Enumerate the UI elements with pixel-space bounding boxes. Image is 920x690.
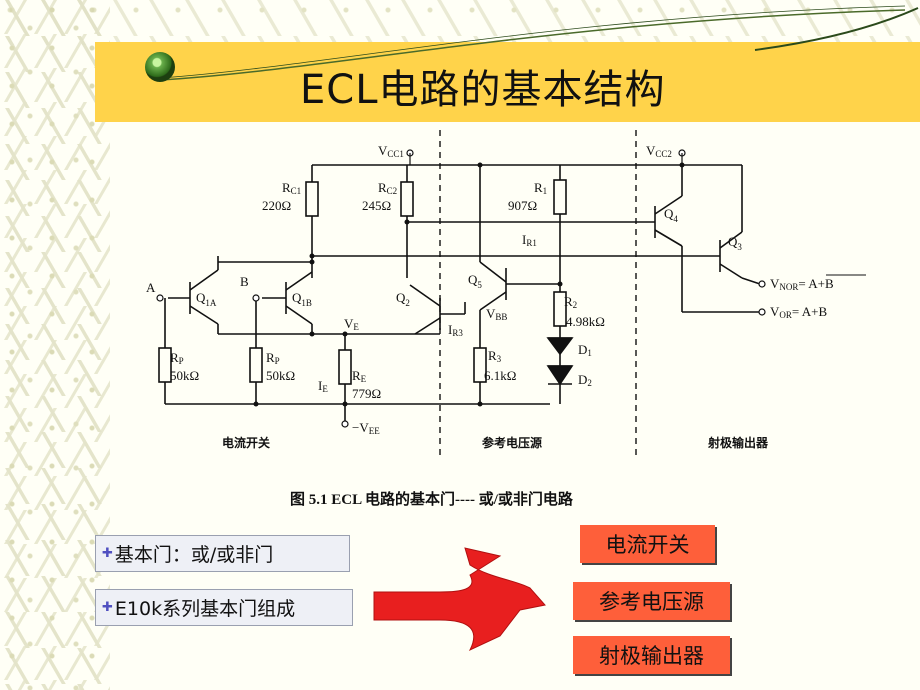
ir3-label: IR3 xyxy=(448,322,463,338)
re-label: RE xyxy=(352,368,367,384)
input-b-label: B xyxy=(240,274,249,289)
q1b-label: Q1B xyxy=(292,290,312,308)
input-a-label: A xyxy=(146,280,156,295)
bullet-marker-icon: ✚ xyxy=(102,600,113,615)
section-current-switch: 电流开关 xyxy=(222,436,271,450)
r3-label: R3 xyxy=(488,348,502,364)
r2-value: 4.98kΩ xyxy=(566,314,605,329)
bullet-basic-gate: ✚ 基本门：或/或非门 xyxy=(95,535,350,572)
component-emitter-follower: 射极输出器 xyxy=(573,636,730,674)
q5-label: Q5 xyxy=(468,272,482,290)
figure-caption: 图 5.1 ECL 电路的基本门---- 或/或非门电路 xyxy=(290,492,573,508)
d2-label: D2 xyxy=(578,372,592,388)
ir1-label: IR1 xyxy=(522,232,537,248)
re-value: 779Ω xyxy=(352,386,381,401)
slide-title: ECL电路的基本结构 xyxy=(300,67,666,113)
ie-label: IE xyxy=(318,378,328,394)
vor-label: VOR= A+B xyxy=(770,304,827,320)
component-current-switch: 电流开关 xyxy=(580,525,715,563)
rc2-label: RC2 xyxy=(378,180,397,196)
r1-value: 907Ω xyxy=(508,198,537,213)
rp-left-label: RP xyxy=(170,350,184,366)
q3-label: Q3 xyxy=(728,234,742,252)
background-pattern xyxy=(0,0,110,690)
d1-label: D1 xyxy=(578,342,592,358)
r1-label: R1 xyxy=(534,180,547,196)
bullet-text: E10k系列基本门组成 xyxy=(114,598,296,620)
q1a-label: Q1A xyxy=(196,290,217,308)
rp-right-label: RP xyxy=(266,350,280,366)
decorative-swoosh xyxy=(159,5,919,81)
background-pattern-top xyxy=(0,0,920,45)
section-reference: 参考电压源 xyxy=(482,436,543,450)
component-reference-source: 参考电压源 xyxy=(573,582,730,620)
rc2-value: 245Ω xyxy=(362,198,391,213)
vbb-label: VBB xyxy=(486,306,507,322)
rp-right-value: 50kΩ xyxy=(266,368,295,383)
title-band xyxy=(95,42,920,122)
vnor-label: VNOR= A+B xyxy=(770,276,834,292)
section-emitter-follower: 射极输出器 xyxy=(708,436,769,450)
q2-label: Q2 xyxy=(396,290,410,308)
r3-value: 6.1kΩ xyxy=(484,368,516,383)
vcc2-label: VCC2 xyxy=(646,143,672,159)
bullet-ball-icon xyxy=(145,52,175,82)
q4-label: Q4 xyxy=(664,206,678,224)
bullet-text: 基本门：或/或非门 xyxy=(114,544,274,566)
rc1-label: RC1 xyxy=(282,180,301,196)
ecl-circuit-diagram: VCC1 VCC2 RC1 220Ω RC2 245Ω R1 907Ω IR1 … xyxy=(146,130,866,455)
r2-label: R2 xyxy=(564,294,577,310)
bullet-e10k: ✚ E10k系列基本门组成 xyxy=(95,589,353,626)
vcc1-label: VCC1 xyxy=(378,143,404,159)
rp-left-value: 50kΩ xyxy=(170,368,199,383)
bullet-marker-icon: ✚ xyxy=(102,546,113,561)
ve-label: VE xyxy=(344,316,359,332)
vee-label: −VEE xyxy=(352,420,380,436)
rc1-value: 220Ω xyxy=(262,198,291,213)
